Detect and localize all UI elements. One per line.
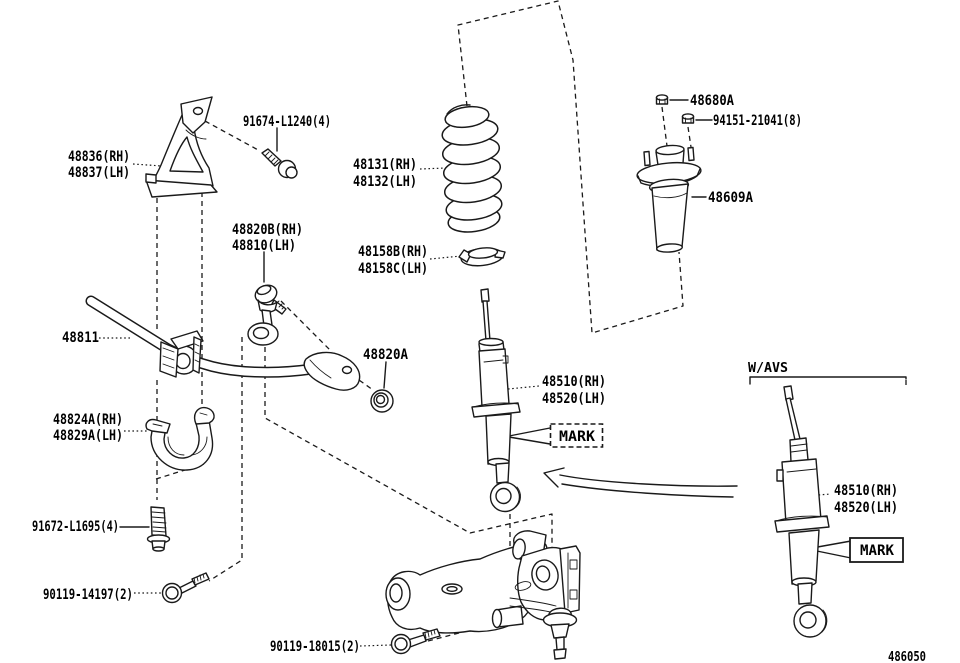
label-nut-48820a: 48820A (363, 347, 409, 363)
assembly-dashed-lines (155, 0, 692, 642)
label-spring-rh: 48131(RH) (353, 157, 417, 173)
dash-link-to-knuckle (264, 347, 553, 558)
coil-spring-drawing (441, 104, 503, 233)
leader-insulator (429, 255, 462, 260)
dash-spring-support-group (457, 0, 684, 334)
dash-link-to-bolt (208, 337, 243, 582)
label-bolt-91674: 91674-L1240(4) (243, 114, 331, 130)
label-shock-avs-rh: 48510(RH) (834, 483, 898, 499)
label-clamp-rh: 48824A(RH) (53, 412, 123, 428)
dash-nut48680-to-support (661, 106, 668, 147)
control-arm-drawing (385, 541, 548, 634)
shock-left-drawing (471, 288, 521, 513)
mark-box-left (549, 423, 604, 448)
knuckle-drawing (509, 530, 581, 660)
bolt-91674-drawing (261, 148, 298, 179)
label-shock-lh: 48520(LH) (542, 391, 606, 407)
dash-nut94151-to-support (687, 126, 692, 148)
reference-arrow (543, 467, 738, 498)
label-nut-94151: 94151-21041(8) (713, 113, 802, 129)
shock-right-drawing (774, 385, 830, 638)
label-nut-48680a: 48680A (690, 93, 734, 109)
bolt-18015-drawing (390, 628, 441, 655)
bracket-48836-drawing (145, 96, 218, 198)
figure-id: 486050 (888, 650, 926, 663)
nut-48820a-drawing (370, 389, 394, 413)
spring-insulator-drawing (458, 247, 506, 267)
stabilizer-link-drawing (247, 284, 287, 346)
nut-94151-drawing (681, 113, 695, 124)
label-shock-avs-lh: 48520(LH) (834, 500, 898, 516)
label-stabilizer-bar: 48811 (62, 330, 99, 346)
label-bolt-91672: 91672-L1695(4) (32, 519, 119, 535)
label-support-48609a: 48609A (708, 190, 754, 206)
label-mark-left: MARK (559, 429, 596, 445)
leader-bolt18015 (359, 644, 392, 647)
leader-mark-left (508, 427, 551, 445)
label-wavs: W/AVS (748, 361, 788, 376)
clamp-48824a-drawing (145, 406, 215, 471)
bolt-14197-drawing (161, 572, 210, 604)
label-bracket-rh: 48836(RH) (68, 149, 130, 165)
label-link-rh: 48820B(RH) (232, 222, 303, 238)
leader-spring (419, 167, 447, 170)
label-insulator-rh: 48158B(RH) (358, 244, 428, 260)
label-bracket-lh: 48837(LH) (68, 165, 130, 181)
label-clamp-lh: 48829A(LH) (53, 428, 123, 444)
label-mark-right: MARK (860, 543, 895, 559)
label-spring-lh: 48132(LH) (353, 174, 417, 190)
label-insulator-lh: 48158C(LH) (358, 261, 428, 277)
mark-box-right (849, 537, 904, 563)
part-labels: 48836(RH) 48837(LH) 91674-L1240(4) 48131… (32, 93, 926, 663)
wavs-bracket (749, 376, 907, 386)
leader-nut48820a (383, 361, 387, 389)
leader-lines (99, 99, 852, 647)
bar-bushing-bracket-drawing (159, 330, 204, 378)
label-bolt-14197: 90119-14197(2) (43, 587, 133, 603)
label-shock-rh: 48510(RH) (542, 374, 606, 390)
nut-48680a-drawing (655, 94, 669, 105)
dash-bracket-to-bolt (204, 120, 261, 152)
bar-end-paddle-drawing (303, 351, 361, 391)
bolt-91672-drawing (146, 506, 171, 552)
label-bolt-18015: 90119-18015(2) (270, 639, 360, 655)
leader-bracket (132, 163, 163, 167)
leader-shock-left (507, 385, 540, 390)
label-link-lh: 48810(LH) (232, 238, 296, 254)
dash-link-stud (280, 300, 333, 353)
support-48609a-drawing (636, 144, 702, 253)
